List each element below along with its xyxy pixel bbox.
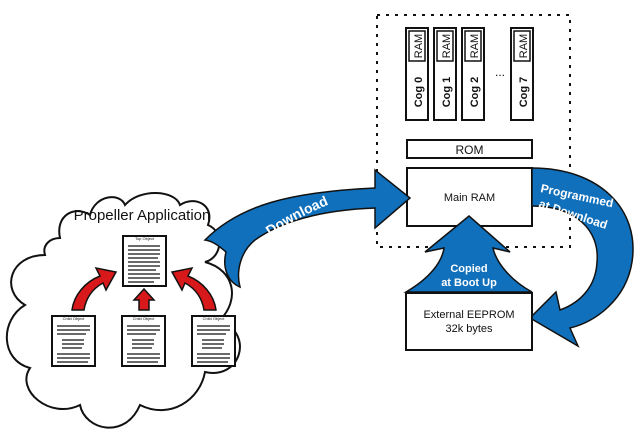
cog-label: Cog 1 [441,77,453,108]
rom-label: ROM [456,143,484,157]
cog-0: RAM Cog 0 [405,27,429,121]
cog-7: RAM Cog 7 [510,27,534,121]
child-object-label: Child Object [133,316,156,321]
cog-1: RAM Cog 1 [433,27,457,121]
child-object-document-2: Child Object [121,315,166,367]
cog-label: Cog 7 [518,77,530,108]
top-object-document: Top Object [122,235,167,287]
application-title: Propeller Application [74,207,211,224]
eeprom-label-line2: 32k bytes [445,323,493,335]
cog-2: RAM Cog 2 [461,27,485,121]
red-arrow-right-icon [170,266,217,311]
red-arrow-left-icon [71,266,118,311]
external-eeprom-block: External EEPROM 32k bytes [405,292,533,351]
application-cloud [5,192,241,429]
cog-label: Cog 2 [469,77,481,108]
cog-ram-label: RAM [413,34,425,58]
cog-ram-label: RAM [518,34,530,58]
child-object-document-3: Child Object [191,315,236,367]
programmed-at-download-arrow [528,167,634,348]
eeprom-label-line1: External EEPROM [423,309,514,321]
child-object-label: Child Object [63,316,86,321]
cog-ram-label: RAM [469,34,481,58]
top-object-label: Top Object [135,236,155,241]
cog-ellipsis: ... [495,65,505,79]
copied-at-boot-up-arrow [403,215,533,293]
rom-block: ROM [406,139,533,159]
propeller-chip-boundary [376,14,571,248]
cog-label: Cog 0 [413,77,425,108]
child-object-document-1: Child Object [51,315,96,367]
download-arrow [203,168,412,289]
cog-ram-label: RAM [441,34,453,58]
child-object-label: Child Object [203,316,226,321]
main-ram-label: Main RAM [444,192,495,204]
copied-label-line2: at Boot Up [441,277,497,289]
red-arrow-center-icon [132,287,156,311]
copied-label-line1: Copied [450,263,487,275]
